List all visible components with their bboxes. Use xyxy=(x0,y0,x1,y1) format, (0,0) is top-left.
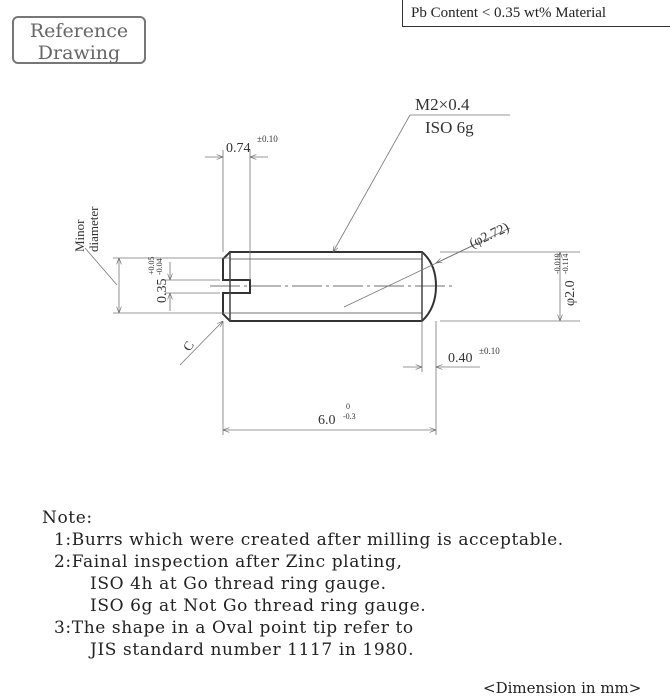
material-note: Pb Content < 0.35 wt% Material xyxy=(402,0,670,27)
slot-depth: 0.35 xyxy=(155,279,170,304)
reference-drawing-stamp: Reference Drawing xyxy=(12,16,146,64)
note-line: 2:Fainal inspection after Zinc plating, xyxy=(42,552,403,572)
screw-body xyxy=(222,251,438,322)
note-line: JIS standard number 1117 in 1980. xyxy=(42,640,415,660)
note-line: 3:The shape in a Oval point tip refer to xyxy=(42,618,414,638)
outer-diameter-tol-lower: -0.114 xyxy=(561,254,570,274)
note-line: 1:Burrs which were created after milling… xyxy=(42,530,564,550)
notes: Note: 1:Burrs which were created after m… xyxy=(42,507,564,661)
chamfer-label: C xyxy=(180,338,197,353)
tip-length: 0.40 xyxy=(448,351,473,366)
thread-spec: M2×0.4 xyxy=(415,95,470,114)
note-line: ISO 4h at Go thread ring gauge. xyxy=(42,574,387,594)
outer-diameter: φ2.0 xyxy=(563,280,578,306)
note-line: ISO 6g at Not Go thread ring gauge. xyxy=(42,596,427,616)
minor-diameter-label-2: diameter xyxy=(86,206,101,252)
minor-diameter-label-1: Minor xyxy=(72,219,87,252)
notes-title: Note: xyxy=(42,508,93,528)
length: 6.0 xyxy=(318,413,336,428)
slot-width: 0.74 xyxy=(226,141,251,156)
reference-label-2: Drawing xyxy=(37,42,121,64)
length-tol-upper: 0 xyxy=(346,402,350,411)
length-tol-lower: -0.3 xyxy=(343,412,356,421)
slot-width-tol: ±0.10 xyxy=(257,134,278,144)
slot-depth-tol-lower: -0.04 xyxy=(155,258,164,275)
tip-length-tol: ±0.10 xyxy=(479,346,500,356)
unit-note: <Dimension in mm> xyxy=(483,679,642,697)
slot-depth-tol-upper: +0.05 xyxy=(147,256,156,275)
thread-class: ISO 6g xyxy=(425,118,474,137)
reference-label-1: Reference xyxy=(29,20,129,42)
dome-diameter: (φ2.72) xyxy=(467,220,512,251)
outer-diameter-tol-upper: -0.019 xyxy=(553,253,562,274)
